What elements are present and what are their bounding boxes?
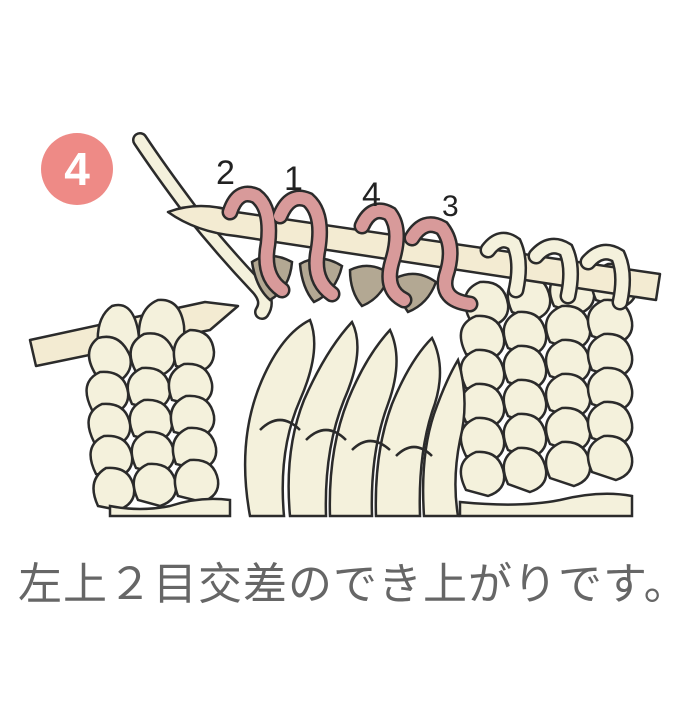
caption-text: 左上２目交差のでき上がりです。 bbox=[18, 559, 689, 610]
fabric-right bbox=[458, 262, 638, 518]
right-needle bbox=[166, 204, 662, 302]
stitch-label-4: 4 bbox=[362, 176, 381, 214]
fabric-left bbox=[85, 298, 232, 518]
step-number: 4 bbox=[64, 143, 90, 195]
step-number-badge: 4 bbox=[41, 133, 113, 205]
stitch-label-3: 3 bbox=[442, 190, 459, 223]
cable-column bbox=[243, 318, 466, 518]
stitch-label-1: 1 bbox=[284, 160, 303, 198]
stitch-label-2: 2 bbox=[216, 154, 235, 192]
